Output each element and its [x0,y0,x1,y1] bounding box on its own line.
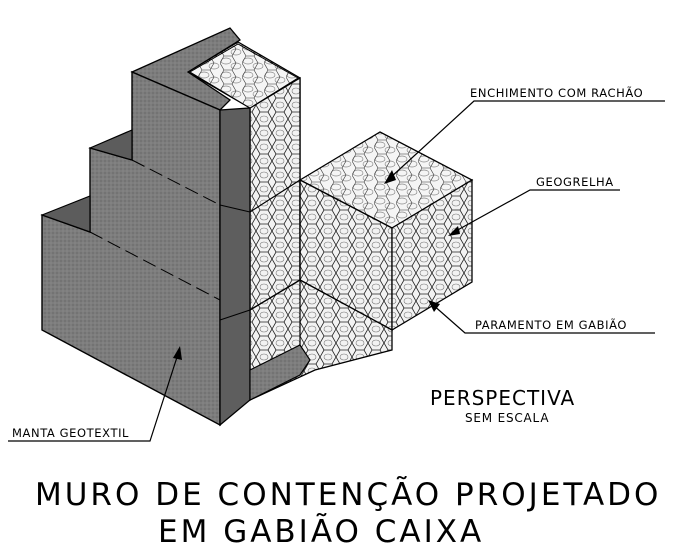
geotextile-edge [219,107,251,427]
perspectiva-title: PERSPECTIVA [430,386,575,410]
perspectiva-subtitle: SEM ESCALA [465,411,549,425]
label-geogrelha: GEOGRELHA [536,175,614,189]
gabion-column-top-fill [189,43,299,109]
geotextile-bottom-flap [249,344,311,401]
label-manta: MANTA GEOTEXTIL [12,426,129,440]
label-paramento: PARAMENTO EM GABIÃO [475,317,627,332]
leader-lines [8,100,665,442]
main-title-line2: EM GABIÃO CAIXA [158,514,484,548]
label-enchimento: ENCHIMENTO COM RACHÃO [470,85,643,100]
geotextile-membrane [40,27,311,427]
main-title-line1: MURO DE CONTENÇÃO PROJETADO [35,477,661,513]
geotextile-face [41,70,221,427]
gabion-box-upper-side [391,178,473,332]
geotextile-step-lower [40,195,91,233]
geotextile-step-upper [88,129,133,161]
